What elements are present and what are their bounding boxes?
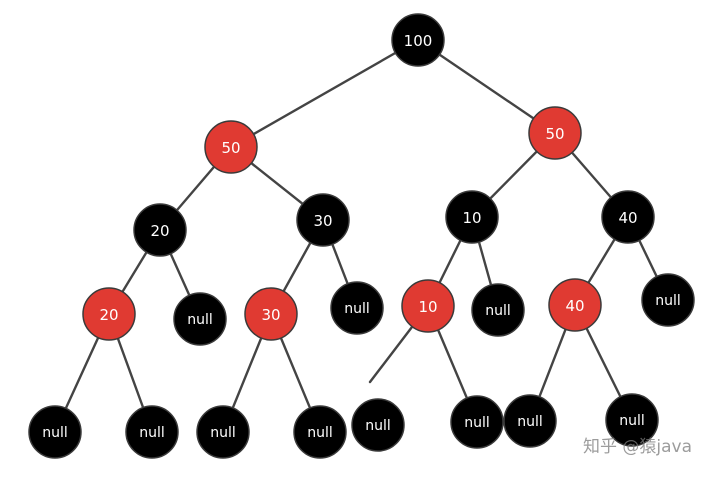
- node-circle-black: [293, 405, 347, 459]
- node-circle-red: [401, 279, 455, 333]
- tree-node-leaf-null-6: null: [450, 395, 504, 449]
- node-label: 40: [618, 209, 637, 227]
- edge-root-100-to-r-50: [416, 38, 557, 135]
- node-circle-black: [28, 405, 82, 459]
- node-circle-black: [173, 292, 227, 346]
- node-circle-black: [471, 283, 525, 337]
- node-circle-black: [605, 393, 659, 447]
- node-circle-black: [351, 398, 405, 452]
- tree-node-rll-10: 10: [401, 279, 455, 333]
- node-label: 50: [221, 139, 240, 157]
- tree-node-lr-30: 30: [296, 193, 350, 247]
- tree-node-leaf-null-4: null: [293, 405, 347, 459]
- node-label: null: [619, 413, 645, 429]
- tree-node-rlr-null: null: [471, 283, 525, 337]
- tree-node-rrl-40: 40: [548, 278, 602, 332]
- node-circle-black: [296, 193, 350, 247]
- node-circle-black: [391, 13, 445, 67]
- tree-node-rl-10: 10: [445, 190, 499, 244]
- node-label: null: [365, 418, 391, 434]
- node-label: null: [655, 293, 681, 309]
- tree-node-leaf-null-7: null: [503, 394, 557, 448]
- tree-node-leaf-null-3: null: [196, 405, 250, 459]
- node-label: 20: [150, 222, 169, 240]
- node-circle-black: [503, 394, 557, 448]
- node-circle-red: [528, 106, 582, 160]
- node-circle-red: [244, 287, 298, 341]
- node-circle-red: [82, 287, 136, 341]
- tree-node-rrr-null: null: [641, 273, 695, 327]
- node-label: 20: [99, 306, 118, 324]
- node-circle-red: [548, 278, 602, 332]
- tree-node-root-100: 100: [391, 13, 445, 67]
- node-circle-black: [601, 190, 655, 244]
- tree-node-lrl-30: 30: [244, 287, 298, 341]
- node-circle-black: [641, 273, 695, 327]
- node-circle-black: [450, 395, 504, 449]
- node-circle-black: [196, 405, 250, 459]
- node-circle-red: [204, 120, 258, 174]
- node-label: null: [42, 425, 68, 441]
- node-label: 50: [545, 125, 564, 143]
- node-label: null: [464, 415, 490, 431]
- node-label: null: [210, 425, 236, 441]
- node-label: null: [517, 414, 543, 430]
- watermark-text: 知乎 @猿java: [582, 437, 692, 457]
- node-label: 30: [313, 212, 332, 230]
- node-label: 100: [404, 32, 433, 50]
- tree-node-rr-40: 40: [601, 190, 655, 244]
- node-circle-black: [125, 405, 179, 459]
- node-label: null: [344, 301, 370, 317]
- node-label: 40: [565, 297, 584, 315]
- tree-node-leaf-null-5: null: [351, 398, 405, 452]
- tree-node-l-50: 50: [204, 120, 258, 174]
- tree-node-ll-20: 20: [133, 203, 187, 257]
- node-label: 10: [462, 209, 481, 227]
- tree-node-lll-20: 20: [82, 287, 136, 341]
- tree-nodes: 100 50 50 20 30 10 40 20 null 30 null 10 null 40 null n…: [28, 13, 695, 459]
- node-circle-black: [445, 190, 499, 244]
- tree-node-llr-null: null: [173, 292, 227, 346]
- node-circle-black: [330, 281, 384, 335]
- tree-node-lrr-null: null: [330, 281, 384, 335]
- edge-root-100-to-l-50: [229, 38, 420, 149]
- node-label: null: [139, 425, 165, 441]
- tree-node-leaf-null-8: null: [605, 393, 659, 447]
- node-label: null: [187, 312, 213, 328]
- node-circle-black: [133, 203, 187, 257]
- tree-node-r-50: 50: [528, 106, 582, 160]
- node-label: null: [307, 425, 333, 441]
- tree-node-leaf-null-2: null: [125, 405, 179, 459]
- tree-node-leaf-null-1: null: [28, 405, 82, 459]
- node-label: 10: [418, 298, 437, 316]
- node-label: null: [485, 303, 511, 319]
- node-label: 30: [261, 306, 280, 324]
